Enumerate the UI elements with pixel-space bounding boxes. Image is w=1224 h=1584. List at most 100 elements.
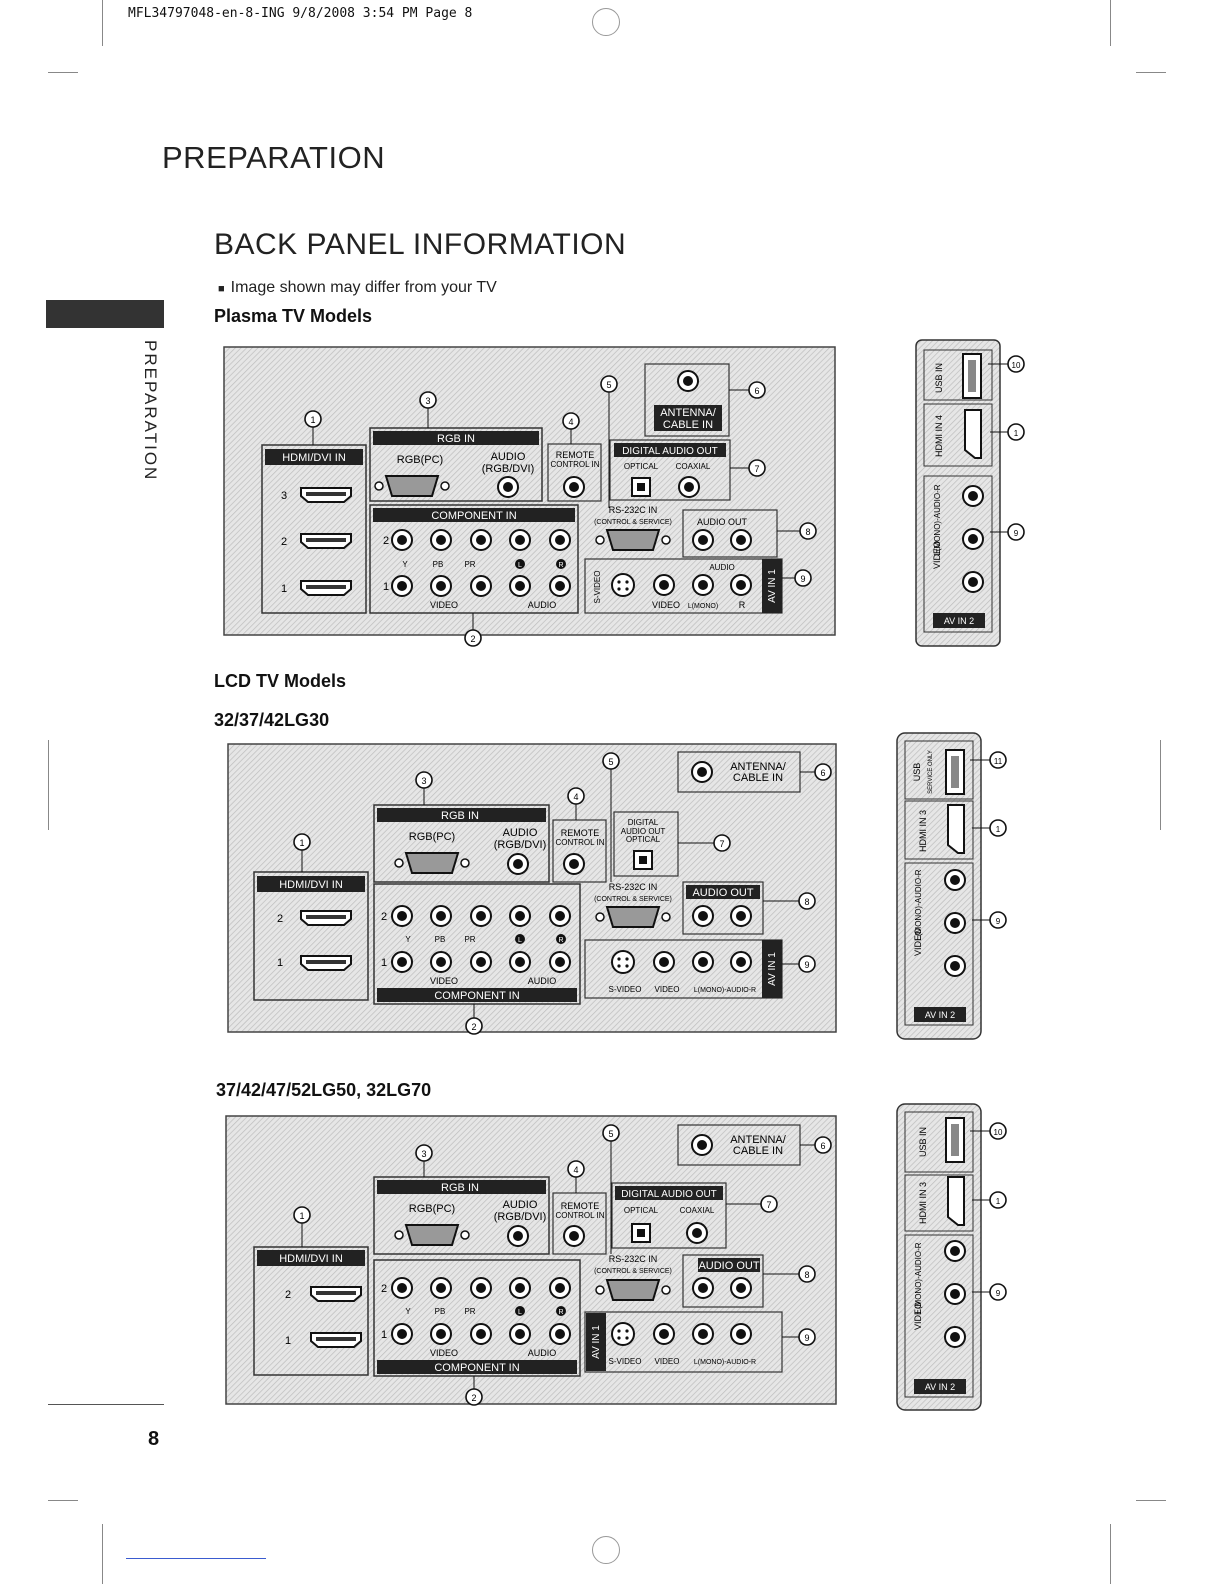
side-video-jack[interactable] — [944, 1326, 966, 1348]
usb-port[interactable] — [945, 749, 965, 795]
av-audio-r-jack[interactable] — [730, 1323, 752, 1345]
hdmi-2-port[interactable] — [300, 910, 352, 926]
component-jack[interactable] — [391, 529, 413, 551]
component-jack[interactable] — [391, 1277, 413, 1299]
plasma-heading: Plasma TV Models — [214, 306, 373, 326]
hdmi-2-port[interactable] — [310, 1286, 362, 1302]
component-jack[interactable] — [430, 1277, 452, 1299]
optical-port[interactable] — [633, 850, 653, 870]
usb-port[interactable] — [945, 1117, 965, 1163]
usb-port[interactable] — [962, 353, 982, 399]
component-jack[interactable] — [549, 905, 571, 927]
rgb-audio-jack[interactable] — [507, 853, 529, 875]
component-jack[interactable] — [549, 1277, 571, 1299]
audio-out-jack[interactable] — [692, 905, 714, 927]
side-video-jack[interactable] — [962, 571, 984, 593]
side-video-jack[interactable] — [944, 955, 966, 977]
component-jack[interactable] — [509, 529, 531, 551]
optical-port[interactable] — [631, 1223, 651, 1243]
av-video-jack[interactable] — [653, 574, 675, 596]
component-jack[interactable] — [509, 951, 531, 973]
component-jack[interactable] — [430, 575, 452, 597]
hdmi-2-port[interactable] — [300, 533, 352, 549]
component-jack[interactable] — [470, 1277, 492, 1299]
hdmi-1-port[interactable] — [310, 1332, 362, 1348]
audio-out-jack[interactable] — [730, 905, 752, 927]
side-audio-r-jack[interactable] — [962, 485, 984, 507]
side-audio-l-jack[interactable] — [962, 528, 984, 550]
audio-out-jack[interactable] — [692, 529, 714, 551]
av-audio-r-jack[interactable] — [730, 951, 752, 973]
antenna-jack[interactable] — [691, 1134, 713, 1156]
side-audio-r-jack[interactable] — [944, 869, 966, 891]
component-jack[interactable] — [470, 905, 492, 927]
side-audio-l-jack[interactable] — [944, 912, 966, 934]
av-video-jack[interactable] — [653, 951, 675, 973]
side-video-label: VIDEO — [913, 1302, 923, 1330]
component-jack[interactable] — [549, 575, 571, 597]
optical-port[interactable] — [631, 477, 651, 497]
av-audio-l-jack[interactable] — [692, 1323, 714, 1345]
video-small-label: VIDEO — [430, 976, 458, 986]
component-jack[interactable] — [391, 575, 413, 597]
component-jack[interactable] — [430, 1323, 452, 1345]
rgb-audio-jack[interactable] — [507, 1225, 529, 1247]
lg50-side-panel: USB IN HDMI IN 3 VIDEO L(MONO)-AUDIO-R A… — [896, 1103, 1007, 1411]
callout-7: 7 — [719, 839, 724, 849]
av-audio-l-jack[interactable] — [692, 951, 714, 973]
coaxial-jack[interactable] — [678, 476, 700, 498]
plasma-panel: HDMI/DVI IN 3 2 1 RGB IN RGB(PC) AUDIO (… — [223, 346, 836, 647]
component-jack[interactable] — [509, 1323, 531, 1345]
av-video-jack[interactable] — [653, 1323, 675, 1345]
l-circle-label: L — [518, 937, 522, 944]
s-video-port[interactable] — [611, 573, 635, 597]
av-audio-r-jack[interactable] — [730, 574, 752, 596]
hdmi-in-3-port[interactable] — [947, 1176, 965, 1226]
crop-mark — [1136, 1500, 1166, 1501]
audio-out-jack[interactable] — [730, 1277, 752, 1299]
audio-out-jack[interactable] — [730, 529, 752, 551]
antenna-jack[interactable] — [691, 761, 713, 783]
remote-control-jack[interactable] — [563, 853, 585, 875]
callout-5: 5 — [608, 757, 613, 767]
audio-out-label: AUDIO OUT — [692, 887, 753, 899]
s-video-port[interactable] — [611, 950, 635, 974]
component-jack[interactable] — [509, 905, 531, 927]
callout-6: 6 — [754, 386, 759, 396]
component-jack[interactable] — [509, 1277, 531, 1299]
antenna-jack[interactable] — [677, 370, 699, 392]
component-jack[interactable] — [430, 951, 452, 973]
hdmi-in-4-port[interactable] — [964, 409, 982, 459]
component-jack[interactable] — [391, 951, 413, 973]
rgb-audio-jack[interactable] — [497, 476, 519, 498]
component-jack[interactable] — [391, 905, 413, 927]
component-jack[interactable] — [549, 1323, 571, 1345]
remote-control-jack[interactable] — [563, 1225, 585, 1247]
remote-control-jack[interactable] — [563, 476, 585, 498]
side-audio-r-jack[interactable] — [944, 1240, 966, 1262]
side-audio-l-jack[interactable] — [944, 1283, 966, 1305]
component-jack[interactable] — [549, 951, 571, 973]
component-jack[interactable] — [430, 905, 452, 927]
remote-label: REMOTE — [556, 450, 595, 460]
audio-out-jack[interactable] — [692, 1277, 714, 1299]
component-jack[interactable] — [470, 951, 492, 973]
hdmi-in-3-port[interactable] — [947, 804, 965, 854]
component-jack[interactable] — [470, 1323, 492, 1345]
hdmi-1-port[interactable] — [300, 955, 352, 971]
component-jack[interactable] — [391, 1323, 413, 1345]
coaxial-jack[interactable] — [686, 1222, 708, 1244]
component-jack[interactable] — [470, 575, 492, 597]
component-jack[interactable] — [549, 529, 571, 551]
s-video-label: S-VIDEO — [609, 985, 642, 994]
component-in-label: COMPONENT IN — [434, 1362, 519, 1374]
component-jack[interactable] — [509, 575, 531, 597]
av-audio-l-jack[interactable] — [692, 574, 714, 596]
crop-mark — [1136, 72, 1166, 73]
component-jack[interactable] — [470, 529, 492, 551]
note: ■Image shown may differ from your TV — [218, 279, 497, 297]
component-jack[interactable] — [430, 529, 452, 551]
hdmi-1-port[interactable] — [300, 580, 352, 596]
hdmi-3-port[interactable] — [300, 487, 352, 503]
s-video-port[interactable] — [611, 1322, 635, 1346]
